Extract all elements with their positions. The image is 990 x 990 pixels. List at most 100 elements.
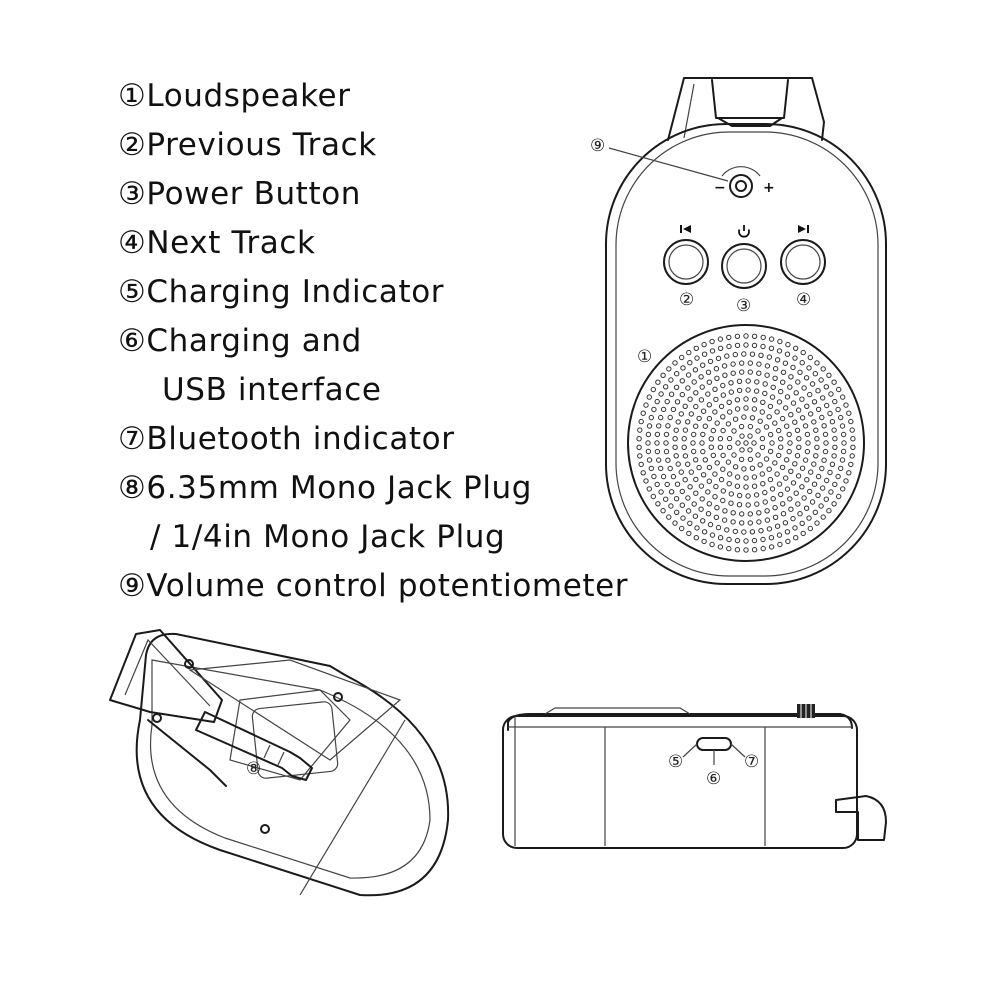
grille-hole — [759, 435, 766, 442]
grille-hole — [745, 387, 751, 393]
grille-hole — [736, 502, 743, 508]
grille-hole — [726, 343, 732, 350]
grille-hole — [685, 508, 692, 514]
front-view: − + ② ③ — [590, 77, 887, 585]
legend-bluetooth-indicator: ⑦Bluetooth indicator — [118, 421, 455, 457]
grille-hole — [836, 493, 842, 500]
grille-hole — [691, 379, 697, 385]
grille-hole — [766, 526, 773, 532]
grille-hole — [751, 440, 757, 446]
grille-hole — [682, 477, 688, 483]
grille-hole — [655, 501, 661, 507]
grille-hole — [739, 433, 745, 439]
grille-hole — [678, 469, 684, 475]
grille-hole — [751, 547, 758, 553]
grille-hole — [666, 366, 672, 372]
grille-hole — [780, 369, 787, 375]
screw — [184, 659, 194, 669]
grille-hole — [739, 520, 745, 526]
grille-hole — [699, 384, 705, 390]
grille-hole — [808, 411, 814, 417]
grille-hole — [756, 519, 762, 525]
parts-legend: ①Loudspeaker ②Previous Track ③Power Butt… — [118, 72, 628, 611]
grille-hole — [731, 428, 737, 434]
grille-hole — [790, 400, 797, 406]
grille-hole — [712, 494, 718, 500]
grille-hole — [815, 406, 822, 413]
grille-hole — [768, 336, 775, 342]
grille-hole — [714, 505, 720, 511]
grille-hole — [809, 499, 816, 505]
grille-hole — [772, 420, 778, 426]
grille-hole — [674, 371, 680, 377]
grille-hole — [849, 427, 855, 433]
grille-hole — [764, 517, 771, 523]
grille-hole — [675, 461, 681, 467]
grille-hole — [741, 466, 747, 472]
callout-1: ① — [637, 347, 652, 367]
grille-hole — [774, 471, 780, 477]
grille-hole — [741, 351, 747, 357]
grille-hole — [637, 453, 643, 459]
grille-hole — [654, 431, 661, 438]
grille-hole — [682, 427, 689, 433]
grille-hole — [784, 486, 791, 492]
grille-hole — [756, 370, 762, 376]
power-button[interactable] — [721, 243, 767, 289]
grille-hole — [801, 385, 807, 391]
grille-hole — [743, 484, 749, 490]
grille-hole — [788, 468, 794, 474]
grille-hole — [721, 517, 728, 523]
grille-hole — [835, 406, 841, 413]
grille-hole — [778, 491, 784, 498]
grille-hole — [831, 501, 837, 507]
grille-hole — [772, 505, 778, 511]
grille-hole — [824, 402, 830, 409]
grille-hole — [674, 481, 681, 487]
usb-port — [696, 737, 732, 751]
grille-hole — [658, 391, 664, 397]
volume-minus: − — [714, 180, 726, 196]
grille-hole — [774, 357, 781, 363]
grille-hole — [727, 409, 733, 415]
grille-hole — [685, 461, 691, 467]
grille-hole — [803, 375, 810, 381]
grille-hole — [747, 456, 754, 463]
grille-hole — [840, 486, 846, 492]
grille-hole — [727, 471, 733, 477]
grille-hole — [776, 532, 783, 538]
grille-hole — [687, 484, 693, 490]
grille-hole — [743, 396, 749, 402]
grille-hole — [679, 378, 685, 384]
grille-hole — [724, 353, 730, 359]
grille-hole — [666, 514, 672, 520]
grille-hole — [700, 448, 706, 455]
grille-hole — [701, 351, 708, 357]
grille-hole — [812, 371, 818, 377]
grille-hole — [803, 505, 810, 511]
grille-hole — [827, 410, 833, 417]
grille-hole — [814, 444, 820, 450]
grille-hole — [693, 403, 699, 410]
grille-hole — [751, 474, 758, 480]
grille-hole — [787, 496, 793, 502]
grille-hole — [838, 414, 844, 421]
grille-hole — [820, 485, 826, 491]
grille-hole — [784, 351, 791, 357]
grille-hole — [814, 436, 820, 442]
grille-hole — [802, 423, 809, 429]
grille-hole — [673, 496, 680, 502]
prev-track-button[interactable] — [663, 239, 709, 285]
grille-hole — [784, 423, 790, 429]
grille-hole — [835, 473, 841, 480]
grille-hole — [679, 354, 685, 361]
next-track-button[interactable] — [780, 239, 826, 285]
grille-hole — [646, 486, 652, 492]
grille-hole — [841, 440, 847, 446]
grille-hole — [679, 488, 685, 495]
back-body — [135, 632, 450, 897]
grille-hole — [815, 388, 821, 394]
grille-hole — [672, 520, 678, 526]
grille-hole — [730, 361, 736, 367]
grille-hole — [640, 410, 646, 416]
